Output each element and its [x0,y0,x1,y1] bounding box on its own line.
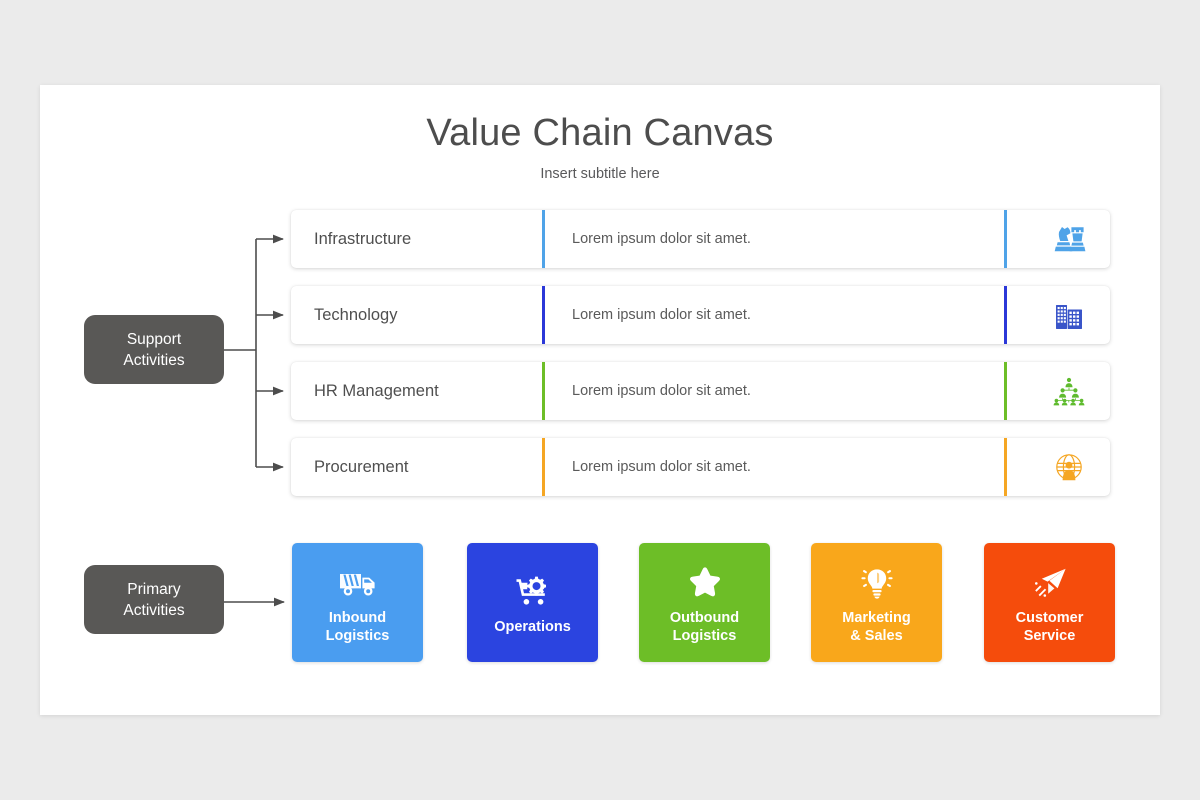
row-accent-divider-left [542,438,545,496]
support-row[interactable]: Procurement Lorem ipsum dolor sit amet. [291,438,1110,496]
support-row-description: Lorem ipsum dolor sit amet. [572,459,751,475]
primary-activities-group-box[interactable]: Primary Activities [84,565,224,634]
row-accent-divider-right [1004,286,1007,344]
paper-plane-icon [1032,560,1068,606]
support-row-label: Procurement [314,458,409,476]
support-row-label: HR Management [314,382,439,400]
delivery-truck-icon [339,560,377,606]
support-row[interactable]: Infrastructure Lorem ipsum dolor sit ame… [291,210,1110,268]
primary-activities-label: Primary Activities [123,580,185,619]
page-subtitle: Insert subtitle here [540,166,660,182]
globe-person-icon [1027,438,1110,496]
primary-card-label: Marketing & Sales [842,610,911,644]
primary-card-inbound-logistics[interactable]: Inbound Logistics [292,543,423,662]
cart-gear-icon [515,569,551,615]
lightbulb-idea-icon [860,560,894,606]
primary-card-outbound-logistics[interactable]: Outbound Logistics [639,543,770,662]
primary-card-operations[interactable]: Operations [467,543,598,662]
chess-pieces-icon [1027,210,1110,268]
primary-card-label: Customer Service [1015,610,1084,644]
support-row-label: Infrastructure [314,230,412,248]
primary-card-label: Outbound Logistics [669,610,740,644]
primary-card-label: Inbound Logistics [325,610,390,644]
page-title: Value Chain Canvas [426,112,774,154]
support-row-label: Technology [314,306,398,324]
support-row-description: Lorem ipsum dolor sit amet. [572,231,751,247]
support-row-description: Lorem ipsum dolor sit amet. [572,307,751,323]
row-accent-divider-right [1004,438,1007,496]
support-activities-group-box[interactable]: Support Activities [84,315,224,384]
row-accent-divider-left [542,210,545,268]
row-accent-divider-right [1004,362,1007,420]
primary-card-customer-service[interactable]: Customer Service [984,543,1115,662]
row-accent-divider-left [542,286,545,344]
star-icon [687,560,723,606]
row-accent-divider-right [1004,210,1007,268]
slide-canvas: Value Chain Canvas Insert subtitle here … [40,85,1160,715]
primary-card-label: Operations [494,619,571,635]
support-row[interactable]: HR Management Lorem ipsum dolor sit amet… [291,362,1110,420]
office-buildings-icon [1027,286,1110,344]
support-row[interactable]: Technology Lorem ipsum dolor sit amet. [291,286,1110,344]
row-accent-divider-left [542,362,545,420]
org-chart-people-icon [1027,362,1110,420]
primary-card-marketing-sales[interactable]: Marketing & Sales [811,543,942,662]
support-activities-label: Support Activities [123,330,185,369]
support-row-description: Lorem ipsum dolor sit amet. [572,383,751,399]
